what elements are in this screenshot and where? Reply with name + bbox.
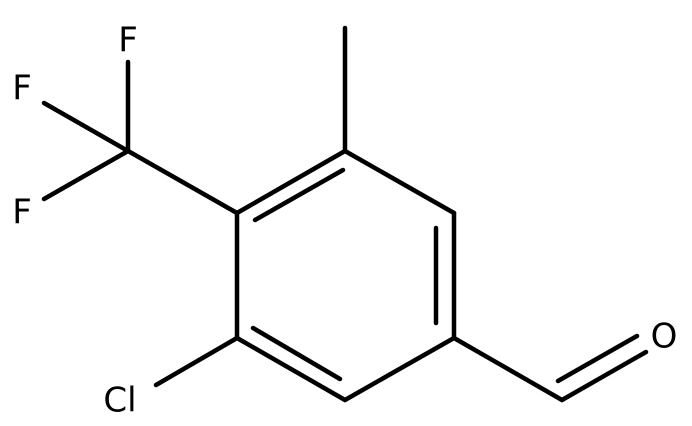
- cf3-ring-bond: [125, 148, 240, 216]
- atom-label-fluorine-top: F: [118, 21, 138, 61]
- carbonyl-bond-outer: [559, 349, 649, 403]
- ring-bond-c5-c6: [234, 335, 348, 403]
- ring-double-bond-inner-3: [250, 325, 343, 382]
- aldehyde-ring-bond: [451, 335, 565, 403]
- carbonyl-bond-inner: [555, 333, 640, 384]
- aldehyde-group: [451, 333, 649, 403]
- atom-label-oxygen: O: [651, 317, 678, 357]
- atom-label-chlorine: Cl: [103, 381, 136, 421]
- chlorine-bond: [153, 335, 240, 388]
- atom-label-fluorine-lower: F: [12, 193, 32, 233]
- ring-bond-c2-c3: [342, 148, 457, 216]
- ring-double-bond-inner-1: [252, 167, 346, 223]
- benzene-ring: [234, 148, 457, 403]
- ring-bond-c1-c2: [234, 148, 348, 216]
- ring-bond-c4-c5: [342, 335, 457, 403]
- trifluoromethyl-group: [41, 59, 240, 216]
- cf-bond-lower: [41, 148, 131, 202]
- cf-bond-left: [41, 100, 131, 154]
- atom-label-fluorine-left: F: [12, 69, 32, 109]
